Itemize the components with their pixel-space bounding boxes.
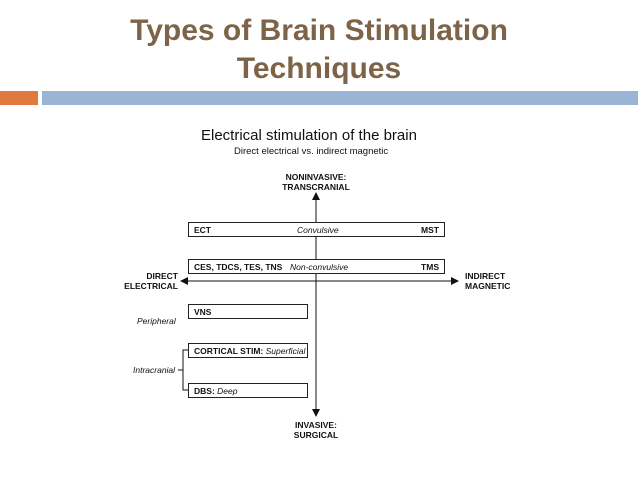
diagram-subtitle: Direct electrical vs. indirect magnetic [234,146,389,157]
slide-title-line1: Types of Brain Stimulation [130,14,508,47]
axis-label-invasive: INVASIVE: SURGICAL [293,420,339,440]
box-convulsive: ECT Convulsive MST [188,222,445,237]
box-convulsive-right: MST [421,225,439,235]
box-nonconvulsive-left: CES, TDCS, TES, TNS [194,262,283,272]
slide-title-line2: Techniques [236,52,402,85]
accent-bar-blue [42,91,638,105]
box-nonconvulsive-right: TMS [421,262,439,272]
box-convulsive-left: ECT [194,225,211,235]
axis-label-noninvasive: NONINVASIVE: TRANSCRANIAL [282,172,350,192]
diagram-title: Electrical stimulation of the brain [201,127,417,144]
box-cortical-stim: CORTICAL STIM: Superficial [188,343,308,358]
box-dbs: DBS: Deep [188,383,308,398]
box-convulsive-middle: Convulsive [297,225,339,235]
accent-bar-orange [0,91,38,105]
box-nonconvulsive: CES, TDCS, TES, TNS Non-convulsive TMS [188,259,445,274]
intracranial-bracket [178,349,188,391]
box-vns-label: VNS [194,307,212,317]
box-vns: VNS [188,304,308,319]
box-cortical-label: CORTICAL STIM: [194,346,264,356]
axis-label-indirect-magnetic: INDIRECT MAGNETIC [465,271,511,291]
side-label-peripheral: Peripheral [137,316,176,326]
box-dbs-label: DBS: [194,386,215,396]
side-label-intracranial: Intracranial [133,365,176,375]
axis-label-direct-electrical: DIRECT ELECTRICAL [124,271,178,291]
slide-title: Types of Brain Stimulation Techniques [0,12,638,88]
box-cortical-detail: Superficial [265,346,306,356]
box-nonconvulsive-middle: Non-convulsive [290,262,349,272]
box-dbs-detail: Deep [217,386,238,396]
